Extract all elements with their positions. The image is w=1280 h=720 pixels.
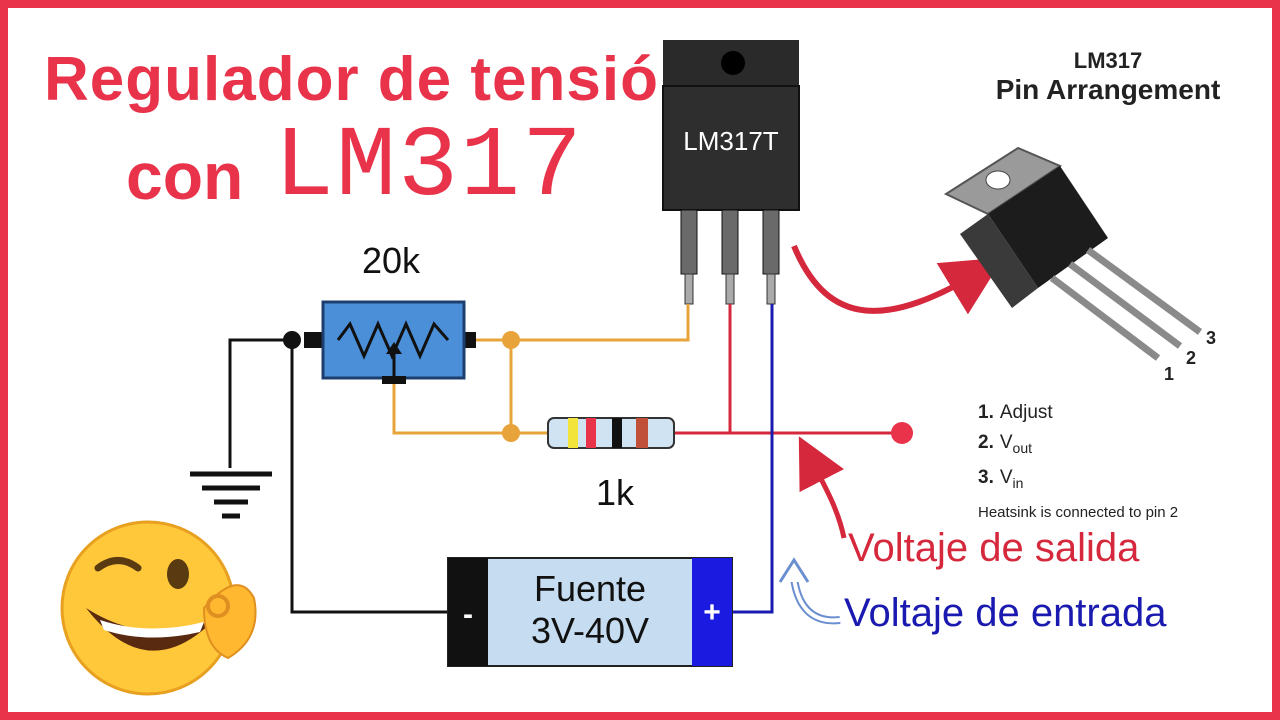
pin-number-3: 3 (1206, 328, 1217, 348)
wiper-wire (392, 382, 548, 435)
pin-list-item-vin: 3.Vin (978, 466, 1024, 491)
pin-adjust-lead (684, 273, 694, 305)
resistor-1k (547, 417, 675, 449)
power-supply (447, 557, 733, 667)
pin-adjust (680, 209, 698, 275)
potentiometer-20k (304, 300, 476, 384)
input-voltage-label: Voltaje de entrada (844, 591, 1167, 635)
power-supply-label: Fuente 3V-40V (488, 568, 692, 652)
pin-number-1: 1 (1164, 364, 1175, 384)
power-supply-line-1: Fuente (533, 568, 647, 609)
potentiometer-label: 20k (362, 240, 421, 281)
supply-minus-sign: - (463, 598, 473, 631)
pin-vin-lead (766, 273, 776, 305)
regulator-body (662, 85, 800, 211)
pinout-arrow (791, 244, 1004, 315)
output-voltage-label: Voltaje de salida (848, 526, 1140, 570)
to220-hole (985, 170, 1011, 190)
junction-pot-right (502, 331, 520, 349)
output-terminal (891, 422, 913, 444)
resistor-label: 1k (596, 472, 635, 513)
to220-pin-3 (1085, 247, 1203, 335)
junction-resistor-left (502, 424, 520, 442)
pin-vout-lead (725, 273, 735, 305)
title-line-2-prefix: con (126, 139, 244, 213)
title-line-1: Regulador de tensión (44, 45, 698, 114)
wires (228, 304, 902, 614)
to220-package-illustration (943, 146, 1203, 361)
heatsink-note: Heatsink is connected to pin 2 (978, 503, 1179, 521)
pin-arrangement-title: Pin Arrangement (995, 74, 1221, 105)
ground-wire (228, 338, 292, 468)
input-arrow-head (778, 557, 810, 583)
pin-list-item-vout: 2.Vout (978, 432, 1033, 456)
input-arrow-inner (792, 577, 841, 623)
pin-vin (762, 209, 780, 275)
lm317t-package (662, 40, 800, 305)
pin-vout (721, 209, 739, 275)
mounting-hole (721, 51, 745, 75)
to220-body-side (960, 214, 1038, 308)
pin-number-2: 2 (1186, 348, 1197, 368)
ground-symbol (190, 471, 272, 519)
to220-pin-1 (1049, 275, 1161, 361)
supply-plus-sign: + (703, 596, 721, 629)
winking-ok-emoji (60, 520, 257, 696)
title-line-2-chip: LM317 (274, 112, 585, 225)
regulator-label: LM317T (683, 126, 779, 156)
pin-arrangement-panel: LM317 Pin Arrangement (958, 48, 1258, 518)
circuit-diagram (60, 40, 1203, 696)
pin-arrangement-chip: LM317 (1073, 48, 1143, 73)
output-arrow (798, 436, 847, 539)
adjust-wire (474, 304, 690, 342)
to220-pin-2 (1067, 261, 1183, 349)
pin-list-item-adjust: 1.Adjust (978, 402, 1053, 423)
to220-body-front (988, 166, 1108, 288)
pin-list: 1.Adjust 2.Vout 3.Vin Heatsink is connec… (978, 398, 1178, 528)
vin-wire (732, 304, 774, 614)
ground-junction (283, 331, 301, 349)
power-supply-line-2: 3V-40V (530, 610, 650, 651)
supply-negative-wire (290, 340, 448, 614)
